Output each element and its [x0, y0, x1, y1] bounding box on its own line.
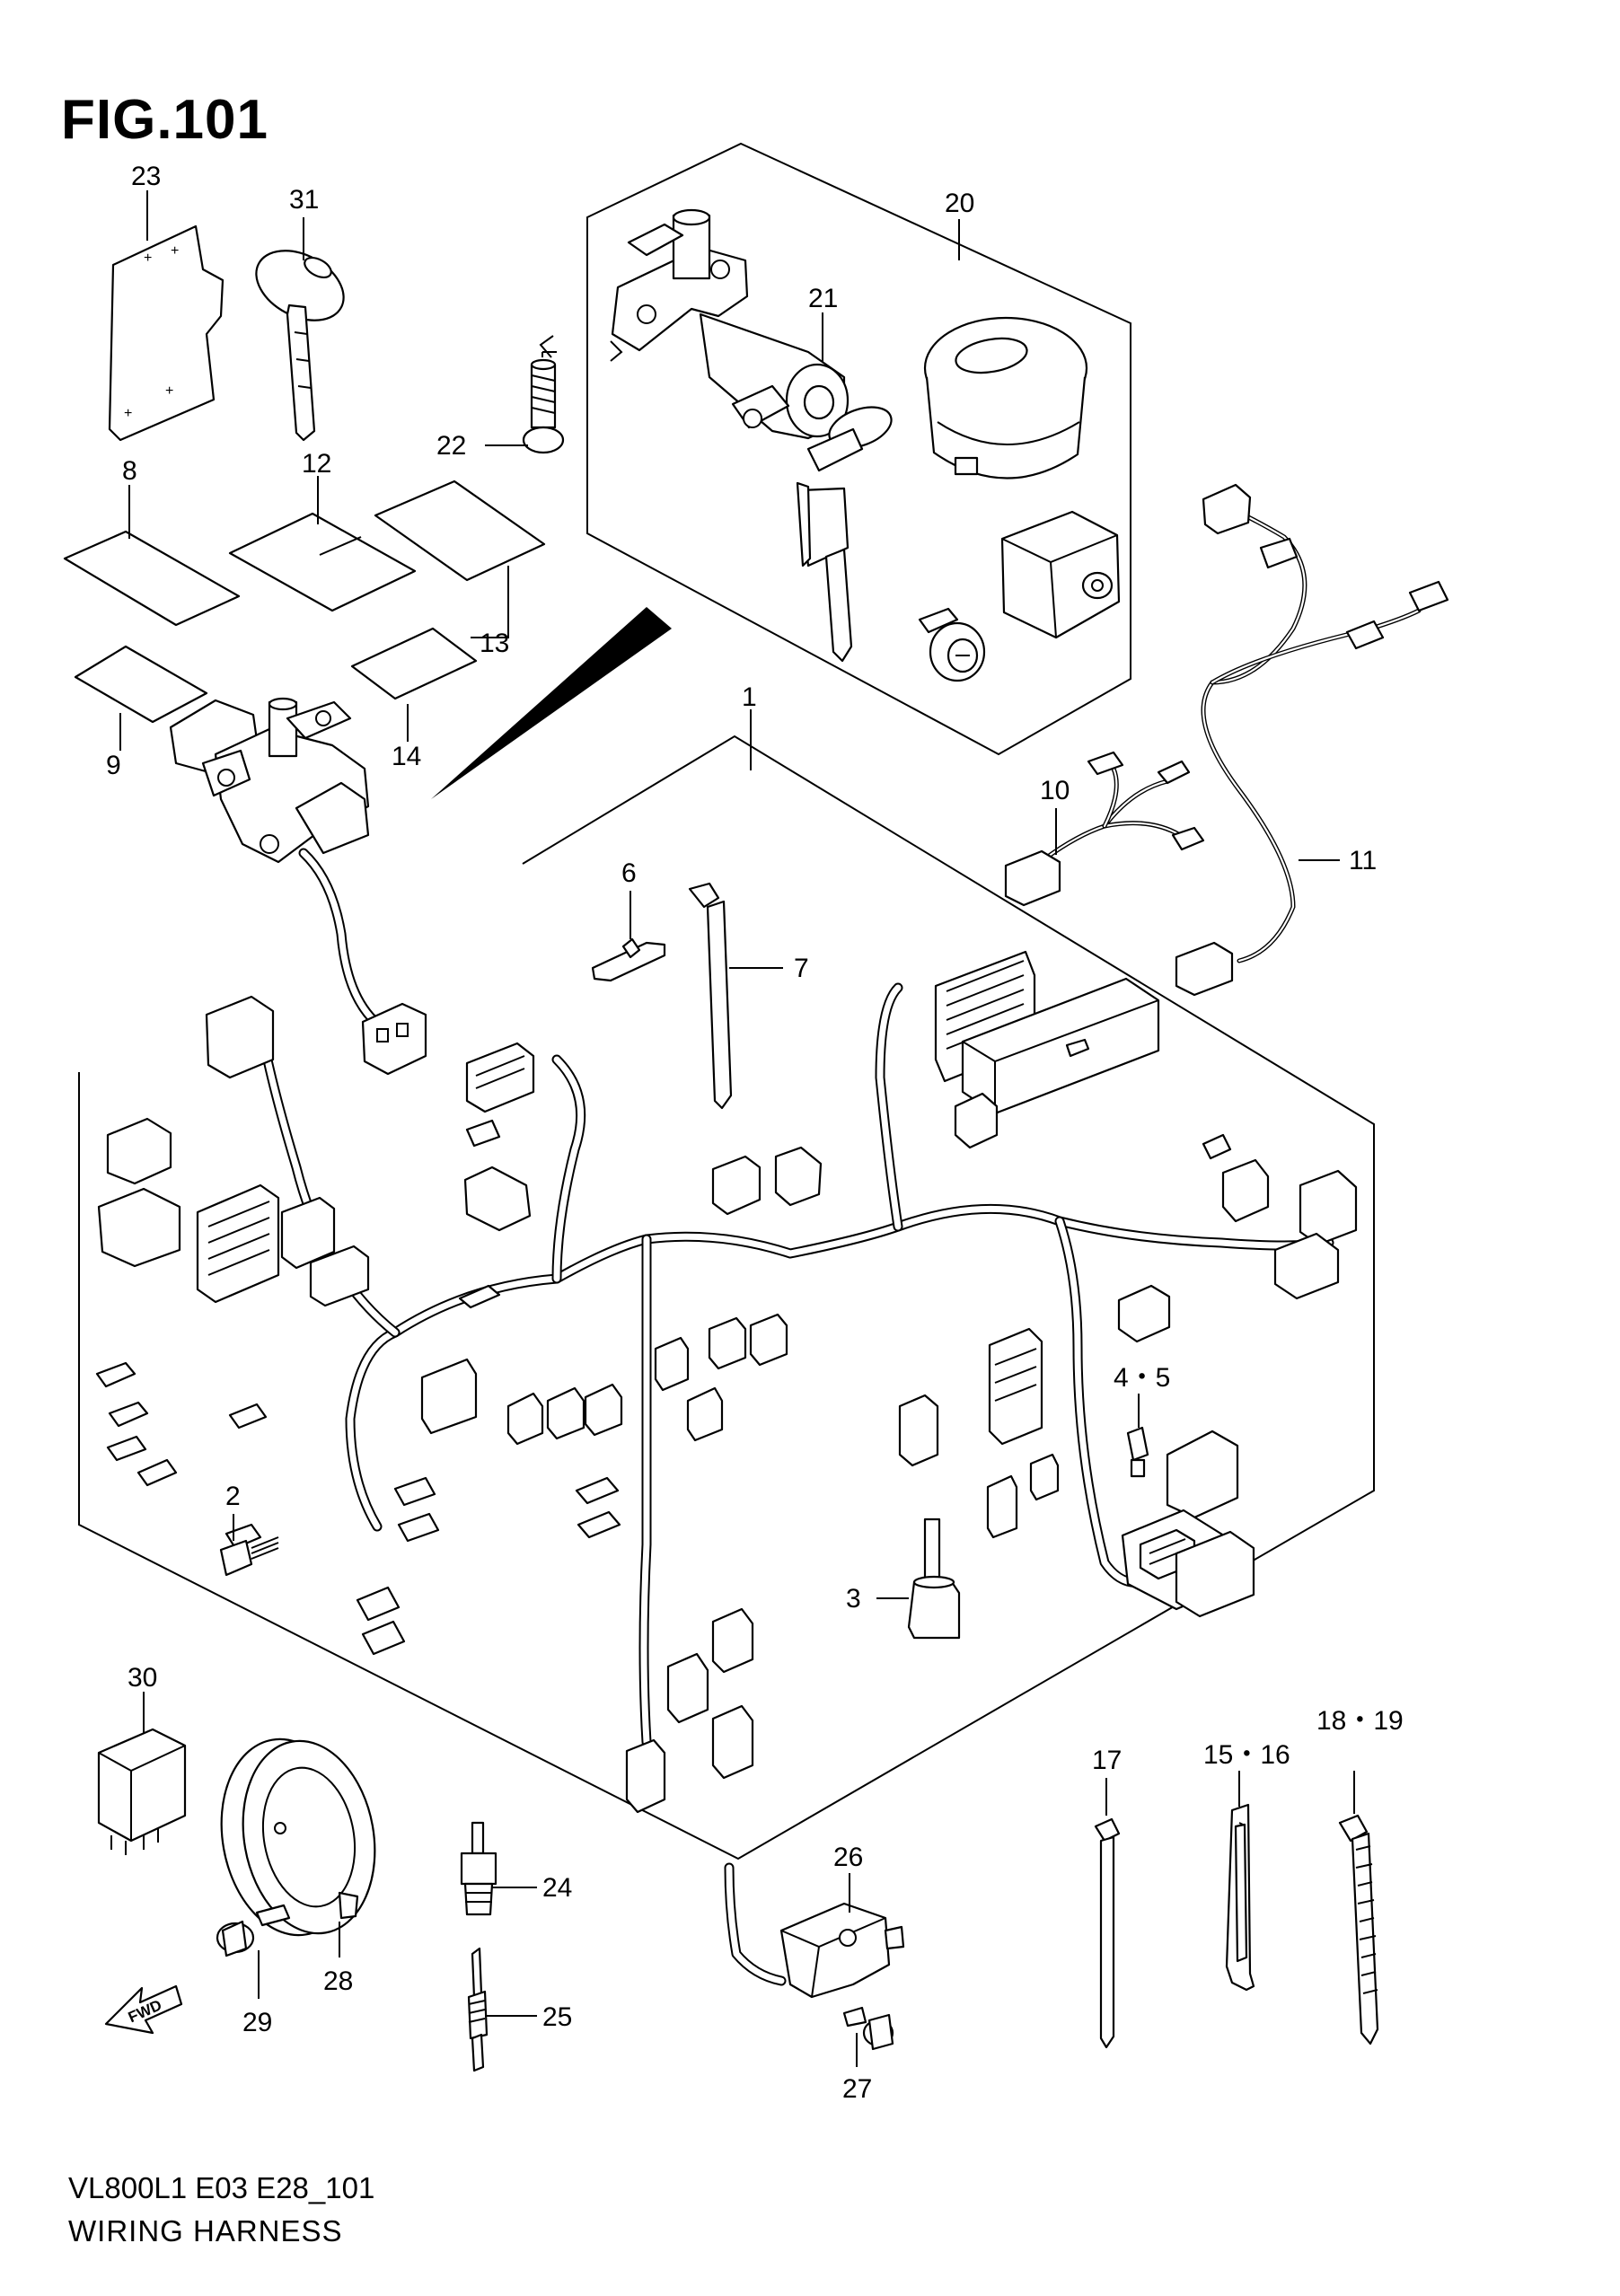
callout-27: 27 — [842, 2074, 872, 2104]
callout-28: 28 — [323, 1966, 353, 1996]
callout-15-16: 15・16 — [1203, 1740, 1290, 1770]
ignition-switch-assy — [169, 697, 427, 1076]
callout-11: 11 — [1349, 846, 1377, 875]
part-21-key — [796, 406, 893, 663]
part-21-ignition-switch — [611, 208, 850, 440]
callout-1: 1 — [742, 682, 757, 712]
part-28-horn — [220, 1737, 376, 1937]
part-30-relay — [97, 1728, 187, 1855]
callout-21: 21 — [808, 284, 838, 313]
part-26-sensor — [724, 1862, 905, 1999]
callout-13: 13 — [480, 629, 509, 658]
part-13-label-plate — [374, 479, 546, 582]
forward-arrow-icon: FWD — [104, 1984, 183, 2035]
part-12-label-plate — [228, 512, 417, 612]
part-29-bolt — [216, 1904, 291, 1957]
callout-31: 31 — [289, 185, 319, 215]
part-7-cable-tie — [688, 882, 733, 1110]
callout-9: 9 — [106, 751, 121, 780]
part-23-plate: + + + + — [108, 224, 225, 442]
part-6-clamp — [591, 937, 666, 982]
part-14-label-plate — [350, 627, 478, 700]
diagram-name: WIRING HARNESS — [68, 2214, 343, 2248]
callout-18-19: 18・19 — [1316, 1706, 1404, 1736]
lock-cylinder — [918, 607, 986, 682]
callout-29: 29 — [242, 2008, 272, 2037]
part-8-label-plate — [63, 530, 241, 627]
part-2-connector — [219, 1536, 279, 1577]
callout-24: 24 — [542, 1873, 572, 1903]
part-9-label-plate — [74, 645, 208, 724]
callout-10: 10 — [1040, 776, 1070, 805]
part-11-sub-harness — [1175, 483, 1449, 997]
callout-14: 14 — [392, 742, 421, 771]
part-3-sensor — [907, 1517, 961, 1640]
figure-title: FIG.101 — [61, 89, 269, 151]
callout-26: 26 — [833, 1843, 863, 1872]
callout-7: 7 — [794, 954, 809, 983]
callout-22: 22 — [436, 431, 466, 461]
model-code: VL800L1 E03 E28_101 — [68, 2171, 375, 2204]
callout-4-5: 4・5 — [1114, 1363, 1170, 1393]
seat-lock — [1000, 510, 1121, 639]
part-4-5-fuse — [1126, 1426, 1149, 1478]
callout-23: 23 — [131, 162, 161, 191]
callout-labels: 1 2 3 4・5 6 7 8 9 10 11 12 13 14 15・16 1… — [106, 162, 1404, 2104]
callout-6: 6 — [621, 858, 637, 888]
part-17-cable-tie — [1094, 1817, 1121, 2049]
part-20-box — [586, 142, 1131, 756]
callout-20: 20 — [945, 189, 974, 218]
part-10-sub-harness — [1004, 751, 1205, 907]
part-18-19-cable-tie — [1338, 1814, 1379, 2045]
main-harness-trunk — [255, 982, 1334, 1747]
svg-text:+: + — [171, 243, 179, 259]
callout-3: 3 — [846, 1584, 861, 1614]
callout-30: 30 — [128, 1663, 157, 1693]
svg-text:+: + — [165, 383, 173, 399]
callout-2: 2 — [225, 1482, 241, 1511]
part-22-screw — [522, 358, 565, 454]
gas-cap-lock — [923, 316, 1088, 479]
callout-12: 12 — [302, 449, 331, 479]
svg-text:+: + — [124, 406, 132, 421]
svg-text:+: + — [144, 251, 152, 266]
part-25-gasket — [467, 1947, 489, 2072]
part-24-switch — [460, 1821, 497, 1916]
part-15-16-clamp — [1225, 1803, 1255, 1992]
part-27-bolt — [842, 2006, 894, 2051]
direction-wedge — [431, 607, 672, 799]
part-1-harness-box — [78, 735, 1375, 1861]
fuse-box — [1121, 1430, 1255, 1618]
callout-17: 17 — [1092, 1746, 1122, 1775]
callout-25: 25 — [542, 2002, 572, 2032]
part-31-key — [255, 250, 345, 442]
harness-connectors — [95, 950, 1358, 1814]
callout-8: 8 — [122, 456, 137, 486]
